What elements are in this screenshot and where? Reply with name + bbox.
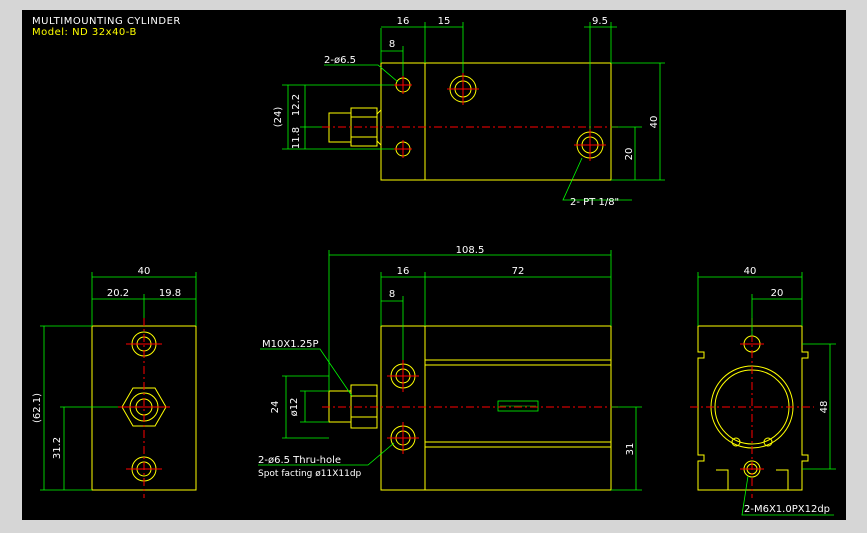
dim-8-top: 8 bbox=[389, 39, 395, 50]
dim-72: 72 bbox=[512, 266, 525, 277]
dim-24-front: 24 bbox=[270, 401, 281, 414]
dim-108-5: 108.5 bbox=[456, 245, 485, 256]
dim-24-paren: (24) bbox=[273, 107, 284, 128]
cad-drawing: 16 15 9.5 8 2-ø6.5 12.2 11.8 (24) 40 20 … bbox=[32, 16, 836, 516]
dim-11-8: 11.8 bbox=[291, 127, 302, 149]
dim-phi12: ø12 bbox=[289, 398, 300, 417]
dim-40-right: 40 bbox=[744, 266, 757, 277]
tap-callout: 2-M6X1.0PX12dp bbox=[744, 504, 830, 515]
dim-20-right: 20 bbox=[771, 288, 784, 299]
dim-12-2: 12.2 bbox=[291, 94, 302, 116]
dim-19-8: 19.8 bbox=[159, 288, 181, 299]
right-end-view: 40 20 48 2-M6X1.0PX12dp bbox=[690, 266, 836, 516]
front-view: 108.5 16 72 8 M10X1.25P 24 ø12 31 2-ø6.5… bbox=[258, 245, 642, 491]
dim-16-front: 16 bbox=[397, 266, 410, 277]
dim-9-5-top: 9.5 bbox=[592, 16, 608, 27]
dim-40-left: 40 bbox=[138, 266, 151, 277]
dim-31-2: 31.2 bbox=[52, 437, 63, 459]
dim-20-top-right: 20 bbox=[624, 148, 635, 161]
dim-62-1: (62.1) bbox=[32, 393, 43, 423]
thread-callout: M10X1.25P bbox=[262, 339, 319, 350]
dim-48: 48 bbox=[819, 401, 830, 414]
left-end-view: 40 20.2 19.8 (62.1) 31.2 bbox=[32, 266, 197, 498]
dim-40-top-right: 40 bbox=[649, 116, 660, 129]
dim-16-top: 16 bbox=[397, 16, 410, 27]
spot-facing-note: Spot facting ø11X11dp bbox=[258, 469, 362, 479]
drawing-title: MULTIMOUNTING CYLINDER bbox=[32, 16, 181, 27]
dim-20-2: 20.2 bbox=[107, 288, 129, 299]
top-view: 16 15 9.5 8 2-ø6.5 12.2 11.8 (24) 40 20 … bbox=[273, 16, 665, 208]
port-callout: 2- PT 1/8" bbox=[570, 197, 619, 208]
hole-callout-front: 2-ø6.5 Thru-hole bbox=[258, 455, 341, 466]
drawing-canvas: MULTIMOUNTING CYLINDER Model: ND 32x40-B bbox=[22, 10, 846, 520]
dim-15-top: 15 bbox=[438, 16, 451, 27]
dim-8-front: 8 bbox=[389, 289, 395, 300]
dim-31: 31 bbox=[625, 443, 636, 456]
hole-callout-top: 2-ø6.5 bbox=[324, 55, 356, 66]
model-label: Model: ND 32x40-B bbox=[32, 27, 137, 38]
